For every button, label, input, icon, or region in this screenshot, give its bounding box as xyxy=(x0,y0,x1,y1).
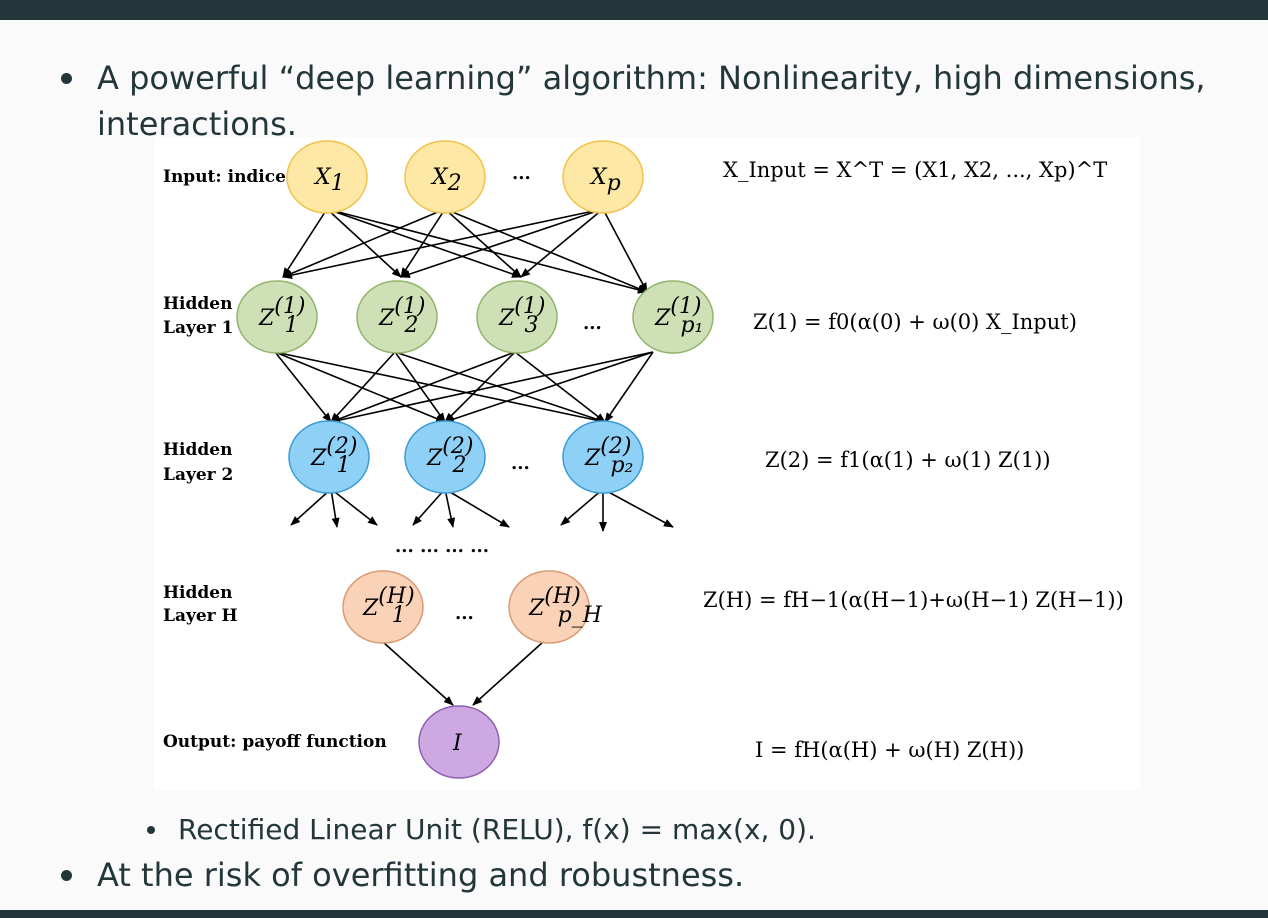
label-hidden1-line2: Layer 1 xyxy=(163,318,233,338)
equation-hidden1: Z(1) = f0(α(0) + ω(0) X_Input) xyxy=(753,310,1077,334)
node-z1-2: Z(2)1 xyxy=(288,420,370,494)
edges-hiddenH-to-output xyxy=(382,641,544,706)
edges-input-to-hidden1 xyxy=(282,208,648,294)
node-output-I: I xyxy=(418,705,500,779)
label-hidden2-line1: Hidden xyxy=(163,440,232,460)
ellipsis-hiddenH: ... xyxy=(455,603,474,624)
label-hiddenH-line1: Hidden xyxy=(163,583,232,603)
slide-footer-bar xyxy=(0,910,1268,918)
label-hidden1-line1: Hidden xyxy=(163,294,232,314)
label-hidden2-line2: Layer 2 xyxy=(163,465,233,485)
svg-text:I: I xyxy=(452,731,463,756)
node-zpH-H: Z(H)p_H xyxy=(508,570,603,644)
equation-input: X_Input = X^T = (X1, X2, ..., Xp)^T xyxy=(723,158,1107,182)
equation-output: I = fH(α(H) + ω(H) Z(H)) xyxy=(755,738,1024,762)
node-z2-1: Z(1)2 xyxy=(356,280,438,354)
sub-bullet-dot xyxy=(147,826,155,834)
node-z3-1: Z(1)3 xyxy=(476,280,558,354)
node-xp: Xp xyxy=(562,140,644,214)
node-x1: X1 xyxy=(286,140,368,214)
label-hiddenH-line2: Layer H xyxy=(163,606,238,626)
slide-header-bar xyxy=(0,0,1268,20)
sub-bullet-relu: Rectified Linear Unit (RELU), f(x) = max… xyxy=(178,813,816,846)
node-zp2-2: Z(2)p₂ xyxy=(562,420,644,494)
neural-network-figure: Input: indices Hidden Layer 1 Hidden Lay… xyxy=(155,137,1140,790)
ellipsis-input: ... xyxy=(512,163,531,184)
ellipsis-hidden2: ... xyxy=(511,453,530,474)
node-x2: X2 xyxy=(404,140,486,214)
node-z1-1: Z(1)1 xyxy=(236,280,318,354)
label-input: Input: indices xyxy=(163,167,296,187)
bullet-dot xyxy=(61,73,72,84)
bullet-text-overfitting: At the risk of overfitting and robustnes… xyxy=(97,856,745,894)
label-output: Output: payoff function xyxy=(163,732,387,752)
edges-hidden1-to-hidden2 xyxy=(274,351,654,425)
bullet-text-deep-learning-cont: interactions. xyxy=(97,105,297,143)
node-z2-2: Z(2)2 xyxy=(404,420,486,494)
svg-text:Z(2)2: Z(2)2 xyxy=(426,434,473,478)
equation-hidden2: Z(2) = f1(α(1) + ω(1) Z(1)) xyxy=(765,448,1051,472)
equation-hiddenH: Z(H) = fH−1(α(H−1)+ω(H−1) Z(H−1)) xyxy=(703,588,1124,612)
bullet-dot xyxy=(61,870,72,881)
ellipsis-hidden1: ... xyxy=(583,313,602,334)
ellipsis-middle-layers: ... ... ... ... xyxy=(395,536,489,557)
bullet-text-deep-learning: A powerful “deep learning” algorithm: No… xyxy=(97,59,1206,97)
node-zp1-1: Z(1)p₁ xyxy=(632,280,714,354)
node-z1-H: Z(H)1 xyxy=(342,570,424,644)
edges-hidden2-fanout xyxy=(290,488,674,532)
